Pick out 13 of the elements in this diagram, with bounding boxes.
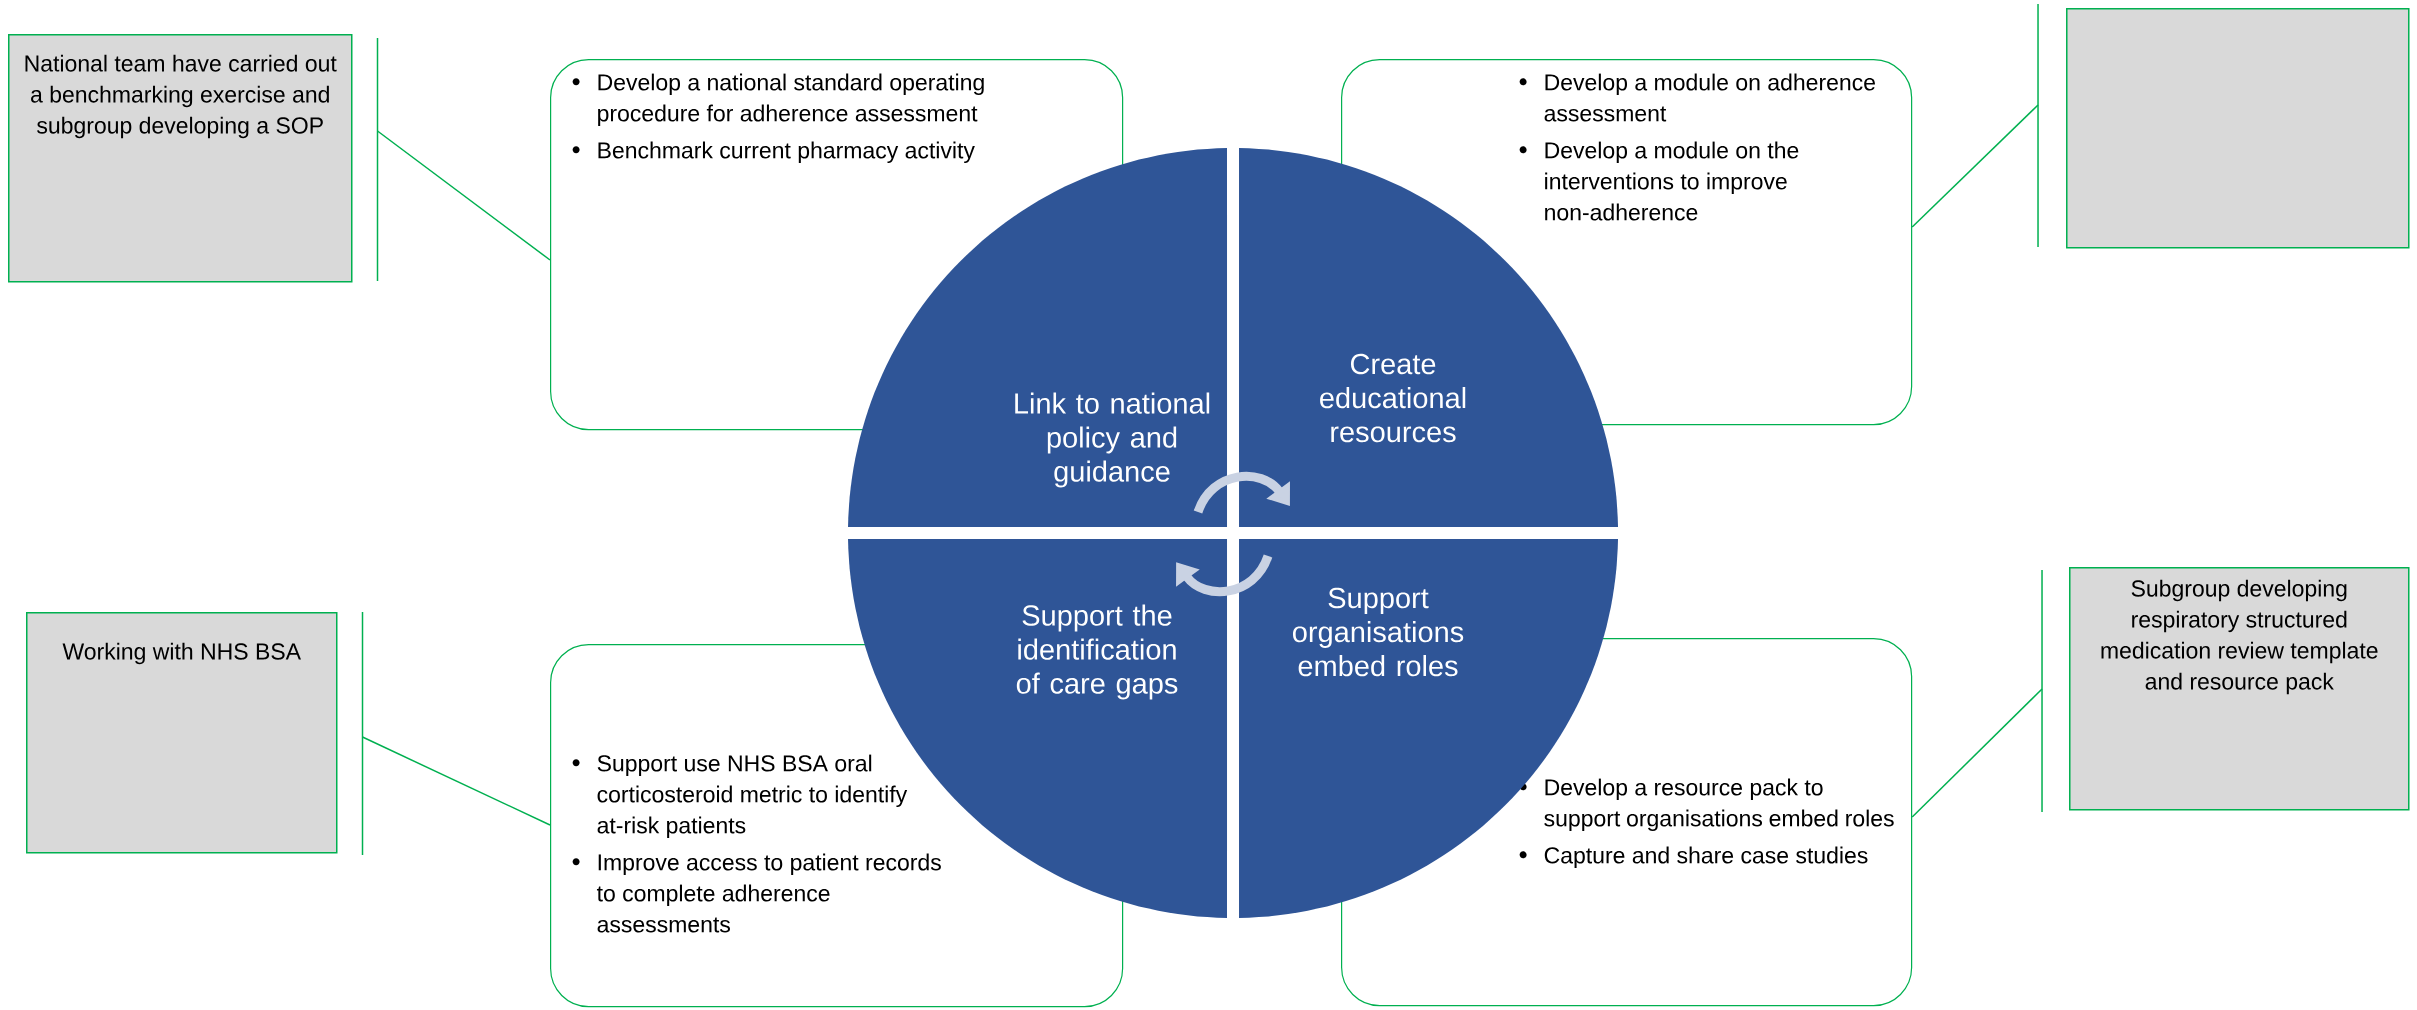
callout-text: National team have carried out a benchmarking exercise and subgroup developing a SOP: [25, 54, 337, 139]
callout-box: [8, 34, 353, 283]
leader-line: [1911, 688, 2043, 818]
callout-text: Working with NHS BSA: [62, 642, 301, 665]
bullet-item: Develop a national standard operating procedure for adherence assessment: [572, 73, 984, 127]
callout-text: Subgroup developing respiratory structured medication review template and resource pack: [2101, 579, 2378, 695]
leader-line: [1911, 104, 2039, 228]
bullet-item: Develop a module on adherence assessment: [1519, 73, 1875, 122]
callout-box: [2066, 8, 2410, 249]
callout-box: [2069, 567, 2410, 811]
leader-line: [376, 130, 551, 261]
leader-line: [361, 736, 551, 826]
callout-box: [26, 612, 338, 854]
